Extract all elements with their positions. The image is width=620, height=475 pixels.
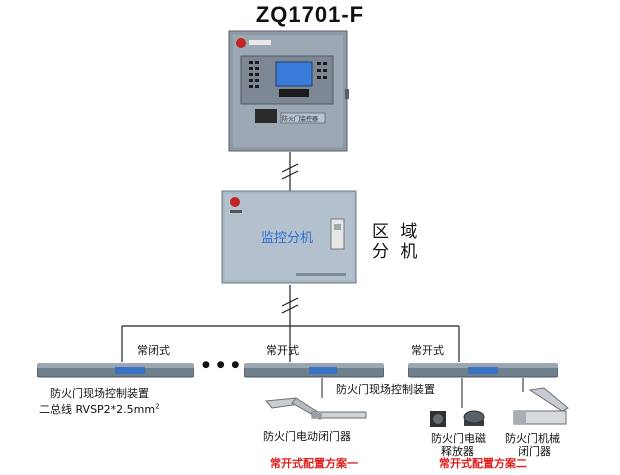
- caption-scheme-1: 常开式配置方案一: [270, 457, 358, 470]
- main-controller: 防火门监控器: [227, 29, 351, 153]
- magnetic-release-icon: [430, 410, 485, 427]
- sub-brand-logo-icon: [230, 197, 240, 207]
- site-controller-bar-2: [243, 361, 385, 379]
- electric-door-closer: [262, 392, 368, 422]
- label-normally-closed: 常闭式: [137, 344, 170, 357]
- label-bus-line-text: 二总线 RVSP2*2.5mm: [39, 403, 156, 416]
- zone-subcontroller: 监控分机: [221, 190, 359, 286]
- diagram-title: ZQ1701-F: [255, 2, 365, 27]
- label-normally-open-2: 常开式: [411, 344, 444, 357]
- label-bus-line-sup: 2: [155, 402, 160, 411]
- label-electric-closer: 防火门电动闭门器: [263, 430, 351, 443]
- mechanical-door-closer: [510, 384, 580, 428]
- lock-icon: [345, 89, 349, 99]
- brand-logo-icon: [236, 38, 246, 48]
- label-magnetic-release-1: 防火门电磁: [431, 432, 486, 445]
- cable-tick-4: [281, 304, 299, 314]
- ellipsis: ● ● ●: [202, 360, 242, 370]
- electric-door-closer-icon: [264, 397, 367, 420]
- zone-label-line2: 分 机: [372, 242, 421, 262]
- zone-subcontroller-graphic: [221, 190, 357, 284]
- site-controller-bar-1: [36, 361, 195, 379]
- status-window: [330, 218, 345, 250]
- lcd-screen: [275, 61, 313, 87]
- cable-tick-1: [281, 163, 299, 173]
- site-controller-bar-3: [407, 361, 559, 379]
- zone-label: 区 域 分 机: [372, 222, 420, 262]
- label-site-controller-2: 防火门现场控制装置: [336, 383, 435, 396]
- label-normally-open-1: 常开式: [266, 344, 299, 357]
- cable-tick-2: [281, 170, 299, 180]
- label-magnetic-release-2: 释放器: [441, 445, 474, 458]
- label-bus-line: 二总线 RVSP2*2.5mm2: [39, 401, 160, 417]
- printer-slot: [255, 109, 277, 123]
- main-plate-label: 防火门监控器: [282, 116, 319, 123]
- zone-label-line1: 区 域: [372, 222, 421, 242]
- cable-tick-3: [281, 297, 299, 307]
- label-site-controller-1: 防火门现场控制装置: [50, 387, 149, 400]
- label-mech-closer-2: 闭门器: [518, 445, 551, 458]
- main-controller-graphic: [228, 30, 349, 152]
- caption-scheme-2: 常开式配置方案二: [439, 457, 527, 470]
- mechanical-door-closer-icon: [513, 387, 569, 425]
- label-mech-closer-1: 防火门机械: [505, 432, 560, 445]
- sub-screen-label: 监控分机: [261, 231, 314, 246]
- magnetic-release: [428, 407, 492, 429]
